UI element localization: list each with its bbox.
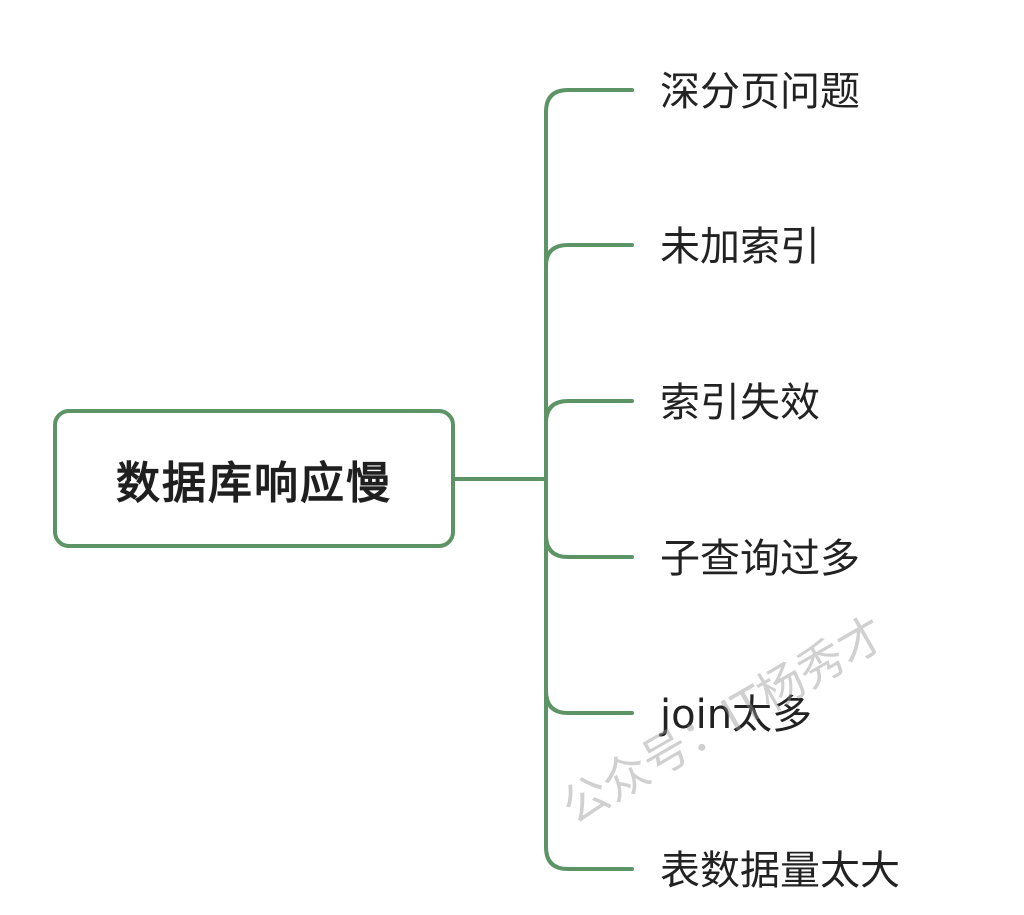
branch-connector-2 [544, 243, 634, 268]
branch-connector-6 [544, 845, 634, 871]
branch-connector-3 [544, 399, 634, 425]
root-node[interactable]: 数据库响应慢 [53, 409, 455, 548]
branch-node-5[interactable]: join太多 [660, 692, 813, 738]
branch-node-4[interactable]: 子查询过多 [660, 536, 860, 582]
root-node-label: 数据库响应慢 [116, 457, 392, 509]
branch-connector-1 [544, 88, 634, 114]
branch-node-3[interactable]: 索引失效 [660, 380, 820, 426]
branch-node-2[interactable]: 未加索引 [660, 224, 820, 270]
branch-connector-4 [544, 533, 634, 559]
branch-node-6[interactable]: 表数据量太大 [660, 848, 900, 894]
branch-connector-5 [544, 689, 634, 715]
branch-node-1[interactable]: 深分页问题 [660, 69, 860, 115]
